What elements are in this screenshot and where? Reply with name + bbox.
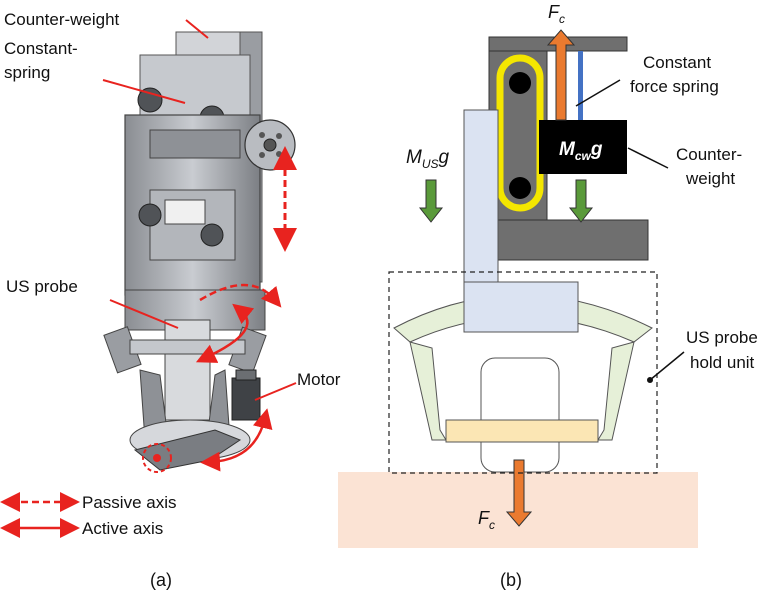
- force-fc-up-arrow: [546, 29, 576, 121]
- caption-a: (a): [150, 570, 172, 590]
- probe-head: [463, 281, 579, 333]
- label-counter-weight-b-line2: weight: [685, 169, 735, 188]
- gravity-mcw-arrow: [568, 179, 594, 223]
- label-counter-weight-b-line1: Counter-: [676, 145, 742, 164]
- label-fc-bottom: Fc: [478, 508, 495, 532]
- label-fc-top: Fc: [548, 2, 565, 26]
- panel-b-schematic: [338, 29, 698, 548]
- probe-housing: [480, 357, 560, 473]
- gravity-mus-arrow: [418, 179, 444, 223]
- constant-force-spring: [578, 51, 583, 123]
- legend-active-label: Active axis: [82, 519, 163, 538]
- legend: Passive axis Active axis: [0, 492, 176, 538]
- label-constant-force-spring-line2: force spring: [630, 77, 719, 96]
- panel-a-mechanism: [103, 31, 296, 473]
- panel-a-leader-lines: [102, 19, 297, 401]
- frame-base: [497, 219, 649, 261]
- caption-b: (b): [500, 570, 522, 590]
- force-fc-down-arrow: [505, 459, 533, 527]
- counter-weight-box: [539, 120, 627, 174]
- hold-unit-right-arm: [597, 341, 635, 441]
- legend-passive-label: Passive axis: [82, 493, 176, 512]
- label-motor: Motor: [297, 370, 341, 389]
- label-mus-g: MUSg: [406, 147, 450, 171]
- probe-plate: [445, 419, 599, 443]
- label-constant-spring-line1: Constant-: [4, 39, 78, 58]
- active-axis-arc-arrow-2: [200, 408, 273, 472]
- active-axis-arc-arrow-1: [195, 303, 255, 363]
- label-hold-unit-line2: hold unit: [690, 353, 755, 372]
- label-counter-weight: Counter-weight: [4, 10, 120, 29]
- passive-axis-arc-arrow: [199, 283, 282, 308]
- hold-unit-dashed-box: [388, 271, 658, 474]
- belt-pulley-bottom: [509, 177, 531, 199]
- label-us-probe: US probe: [6, 277, 78, 296]
- hold-unit-left-arm: [409, 341, 447, 441]
- label-constant-force-spring-line1: Constant: [643, 53, 711, 72]
- label-hold-unit-line1: US probe: [686, 328, 758, 347]
- label-constant-spring-line2: spring: [4, 63, 50, 82]
- probe-column: [463, 109, 499, 285]
- us-probe-body: [164, 319, 211, 421]
- panel-a-axis-arrows: [195, 146, 297, 472]
- belt-pulley-top: [509, 72, 531, 94]
- label-mcw-g: Mcwg: [559, 139, 603, 163]
